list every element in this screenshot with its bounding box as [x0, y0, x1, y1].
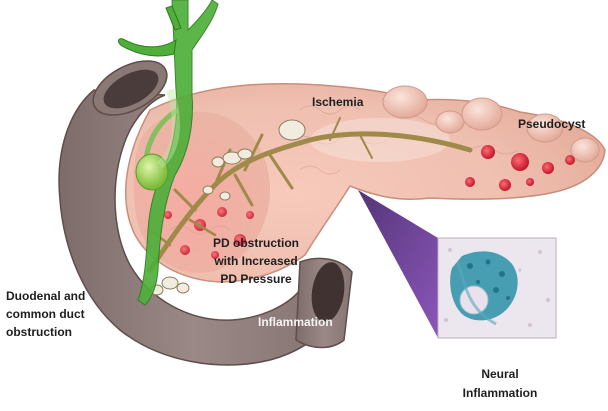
neural-line-2: Inflammation: [463, 386, 538, 400]
duodenal-line-3: obstruction: [6, 325, 72, 339]
duodenal-line-1: Duodenal and: [6, 289, 85, 303]
label-pseudocyst: Pseudocyst: [518, 117, 585, 131]
label-inflammation: Inflammation: [258, 315, 333, 329]
pd-obstruction-line-3: PD Pressure: [220, 272, 292, 286]
label-neural-inflammation: Neural Inflammation: [463, 367, 538, 400]
magnification-wedge: [358, 190, 438, 338]
pd-obstruction-line-1: PD obstruction: [213, 236, 299, 250]
pd-obstruction-line-2: with Increased: [213, 254, 297, 268]
histology-inset: [438, 238, 556, 338]
label-duodenal-obstruction: Duodenal and common duct obstruction: [6, 289, 85, 339]
duodenal-line-2: common duct: [6, 307, 85, 321]
label-pd-obstruction: PD obstruction with Increased PD Pressur…: [213, 236, 299, 286]
label-ischemia: Ischemia: [312, 95, 364, 109]
neural-line-1: Neural: [481, 367, 518, 381]
